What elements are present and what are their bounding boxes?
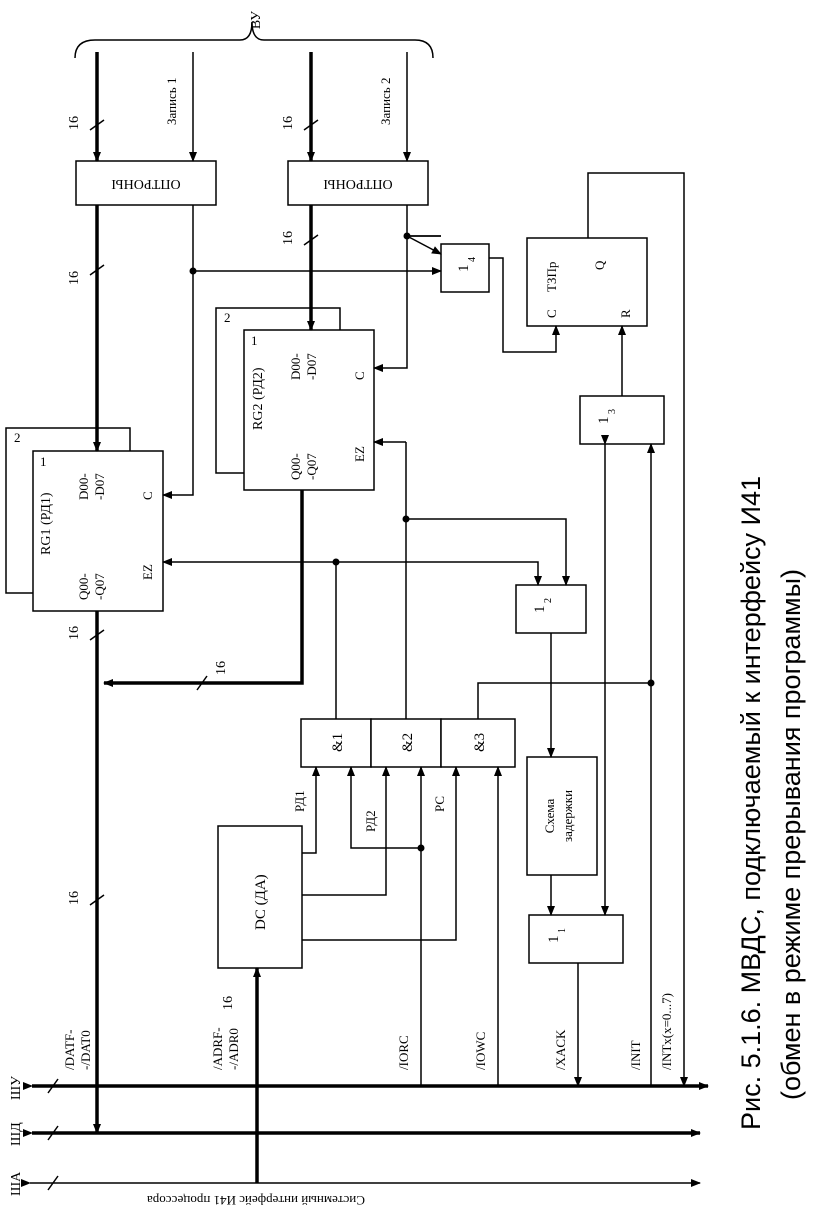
svg-text:&3: &3 [472, 733, 488, 752]
svg-text:16: 16 [67, 116, 82, 130]
dc-rd1-output [302, 766, 320, 854]
and3-output [477, 682, 651, 719]
or-gate-2 [515, 584, 587, 634]
svg-text:16: 16 [281, 231, 296, 245]
zapis2-label: Запись 2 [378, 78, 393, 125]
or4-to-tzpr-c [489, 257, 560, 353]
svg-text:16: 16 [221, 996, 236, 1010]
rg2-to-data-bus [103, 490, 304, 687]
bus-label-shu: ШУ [9, 1076, 24, 1100]
svg-text:3: 3 [607, 409, 618, 414]
svg-text:-D07: -D07 [92, 473, 107, 500]
iorc-label: /IORC [396, 1035, 411, 1070]
init-label: /INIT [628, 1040, 643, 1070]
svg-text:R: R [618, 309, 633, 318]
intx-label: /INTx(x=0...7) [659, 993, 674, 1070]
rg2-register [243, 329, 375, 491]
bus-label-shd: ШД [9, 1122, 24, 1146]
svg-text:D00-: D00- [76, 473, 91, 500]
xack-label: /XACK [553, 1029, 568, 1070]
svg-text:Q: Q [592, 260, 607, 270]
svg-text:C: C [544, 309, 559, 318]
rg1-title: RG1 (РД1) [39, 492, 54, 555]
svg-text:EZ: EZ [352, 446, 367, 462]
tzpr-trigger [526, 237, 648, 327]
svg-text:2: 2 [14, 430, 21, 445]
bus-label-sha: ША [9, 1171, 24, 1196]
svg-text:4: 4 [467, 257, 478, 262]
rd1-label: РД1 [292, 790, 307, 812]
svg-text:1: 1 [546, 936, 562, 944]
tzpr-title: ТЗПр [544, 262, 559, 292]
svg-text:16: 16 [67, 626, 82, 640]
tzpr-q-to-intx [587, 172, 688, 1087]
rs-label: РС [432, 796, 447, 812]
rg2-title: RG2 (РД2) [251, 367, 266, 430]
dc-rd2-output [302, 766, 390, 896]
optrony-label-1: ОПТРОНЫ [111, 176, 180, 191]
datf-label: /DATF- [62, 1030, 77, 1070]
delay-circuit [526, 756, 598, 876]
dat0-label: -/DAT0 [78, 1030, 93, 1070]
svg-text:16: 16 [67, 271, 82, 285]
external-device-label: ВУ [249, 11, 264, 29]
svg-text:&2: &2 [400, 733, 416, 752]
svg-text:Q00-: Q00- [76, 573, 91, 600]
svg-text:16: 16 [67, 891, 82, 905]
and1-to-rg1-ez [162, 558, 337, 719]
svg-text:Схема: Схема [542, 799, 557, 834]
and-gate-3 [440, 718, 516, 768]
zapis1-label: Запись 1 [164, 78, 179, 125]
or-gate-1 [528, 914, 624, 964]
or-gate-4 [440, 243, 490, 293]
external-device-brace [74, 21, 434, 59]
svg-text:1: 1 [40, 454, 47, 469]
svg-text:2: 2 [543, 598, 554, 603]
svg-text:-Q07: -Q07 [304, 453, 319, 480]
optrony-label-2: ОПТРОНЫ [323, 176, 392, 191]
svg-text:1: 1 [596, 417, 612, 425]
zapis2-to-rg2-c [373, 205, 408, 372]
svg-text:1: 1 [557, 928, 568, 933]
svg-text:EZ: EZ [140, 564, 155, 580]
rd2-label: РД2 [363, 810, 378, 832]
svg-text:&1: &1 [330, 733, 346, 752]
iowc-label: /IOWC [473, 1032, 488, 1070]
adr0-label: -/ADR0 [226, 1028, 241, 1070]
optrony-block-1 [75, 160, 217, 206]
or-gate-3 [579, 395, 665, 445]
dc-rs-output [302, 766, 460, 941]
caption-line2: (обмен в режиме прерывания программы) [776, 569, 806, 1100]
svg-text:C: C [352, 371, 367, 380]
system-bus-shd: ШД [9, 1122, 701, 1146]
dc-label: DC (ДА) [253, 874, 269, 930]
dc-decoder [217, 825, 303, 969]
caption-line1: Рис. 5.1.6. МВДС, подключаемый к интерфе… [736, 476, 766, 1130]
svg-text:Q00-: Q00- [288, 453, 303, 480]
and2-to-or2 [406, 518, 570, 586]
svg-text:16: 16 [214, 661, 229, 675]
svg-text:-Q07: -Q07 [92, 573, 107, 600]
adrf-label: /ADRF- [210, 1027, 225, 1070]
and1-to-or2 [336, 561, 542, 586]
svg-text:C: C [140, 491, 155, 500]
system-bus-shu: ШУ [9, 1076, 709, 1100]
and-gate-1 [300, 718, 372, 768]
system-bus-sha: ША [9, 1171, 701, 1196]
svg-text:1: 1 [251, 333, 258, 348]
svg-text:16: 16 [281, 116, 296, 130]
svg-text:задержки: задержки [560, 790, 575, 842]
svg-text:1: 1 [532, 606, 548, 614]
system-interface-label: Системный интерфейс И41 процессора [147, 1193, 365, 1208]
svg-text:1: 1 [456, 265, 472, 273]
svg-text:-D07: -D07 [304, 353, 319, 380]
zapis2-to-or4 [406, 235, 442, 255]
zapis1-to-rg1-c [162, 205, 194, 499]
optrony-block-2 [287, 160, 429, 206]
svg-text:D00-: D00- [288, 353, 303, 380]
svg-text:2: 2 [224, 310, 231, 325]
